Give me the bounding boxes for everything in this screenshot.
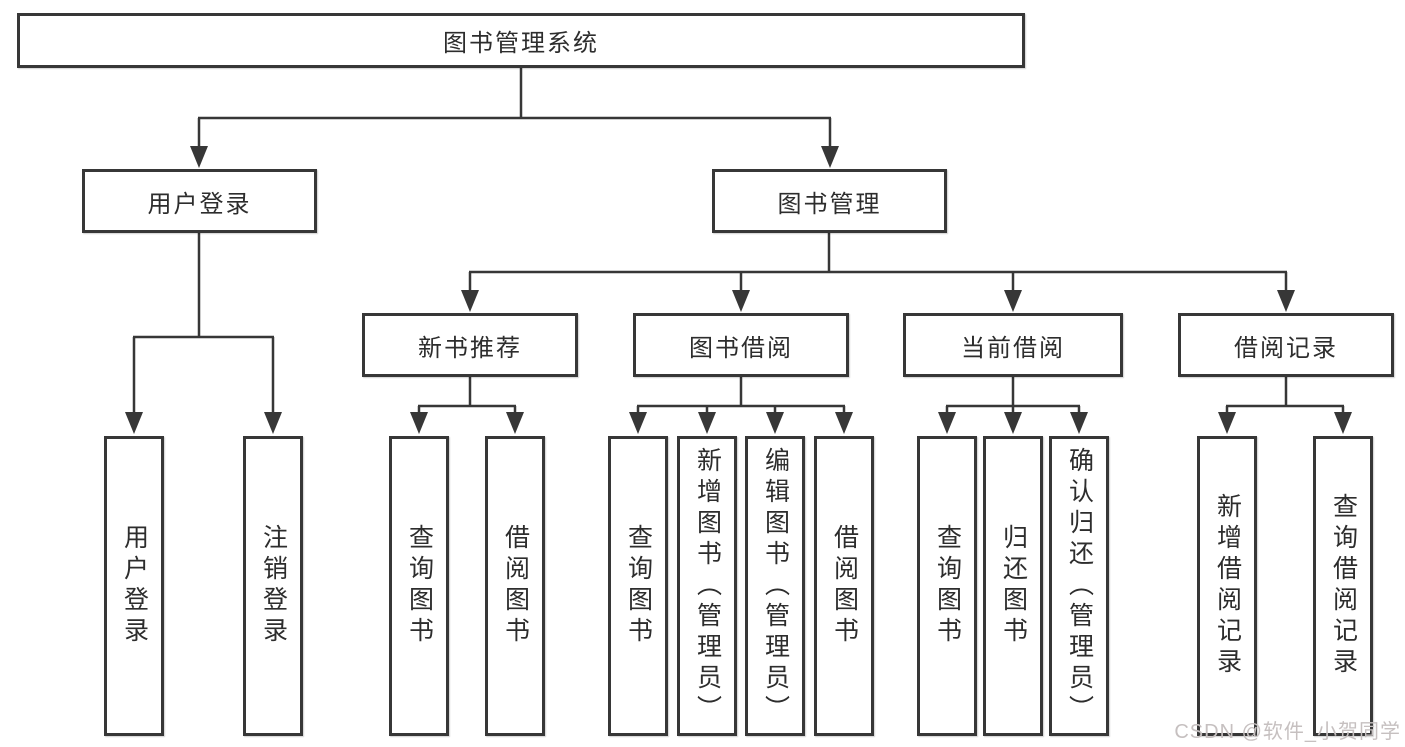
connector-user-login-to-leaves (125, 233, 282, 434)
node-leaf-confirm-return-admin: 确认归还（管理员） (1049, 436, 1109, 736)
node-root: 图书管理系统 (17, 13, 1025, 68)
arrowhead (410, 412, 428, 434)
node-leaf-query-books-3: 查询图书 (917, 436, 977, 736)
arrowhead (1334, 412, 1352, 434)
arrowhead (1070, 412, 1088, 434)
arrowhead (461, 290, 479, 312)
arrowhead (732, 290, 750, 312)
node-borrow-records: 借阅记录 (1178, 313, 1394, 377)
watermark: CSDN @软件_小贺同学 (1174, 721, 1401, 743)
connector-book-management-to-level3 (461, 233, 1295, 312)
arrowhead (1277, 290, 1295, 312)
node-leaf-return-books: 归还图书 (983, 436, 1043, 736)
arrowhead (1004, 412, 1022, 434)
arrowhead (506, 412, 524, 434)
node-leaf-edit-books-admin: 编辑图书（管理员） (745, 436, 805, 736)
arrowhead (1218, 412, 1236, 434)
arrowhead (835, 412, 853, 434)
arrowhead (264, 412, 282, 434)
arrowhead (125, 412, 143, 434)
node-leaf-user-login: 用户登录 (104, 436, 164, 736)
node-new-book-recommend: 新书推荐 (362, 313, 578, 377)
arrowhead (766, 412, 784, 434)
node-leaf-borrow-books-2: 借阅图书 (814, 436, 874, 736)
arrowhead (698, 412, 716, 434)
connector-root-to-level2 (190, 66, 839, 168)
node-leaf-borrow-books: 借阅图书 (485, 436, 545, 736)
connector-new-book-recommend-to-leaves (410, 377, 524, 434)
node-leaf-add-borrow-record: 新增借阅记录 (1197, 436, 1257, 736)
node-leaf-logout: 注销登录 (243, 436, 303, 736)
connector-borrow-records-to-leaves (1218, 377, 1352, 434)
arrowhead (1004, 290, 1022, 312)
node-book-borrowing: 图书借阅 (633, 313, 849, 377)
arrowhead (821, 146, 839, 168)
node-leaf-add-books-admin: 新增图书（管理员） (677, 436, 737, 736)
connector-book-borrowing-to-leaves (629, 377, 853, 434)
node-leaf-query-books: 查询图书 (389, 436, 449, 736)
node-book-management: 图书管理 (712, 169, 947, 233)
connector-current-borrowing-to-leaves (938, 377, 1088, 434)
node-leaf-query-borrow-record: 查询借阅记录 (1313, 436, 1373, 736)
arrowhead (629, 412, 647, 434)
node-leaf-query-books-2: 查询图书 (608, 436, 668, 736)
arrowhead (190, 146, 208, 168)
node-user-login: 用户登录 (82, 169, 317, 233)
arrowhead (938, 412, 956, 434)
node-current-borrowing: 当前借阅 (903, 313, 1123, 377)
